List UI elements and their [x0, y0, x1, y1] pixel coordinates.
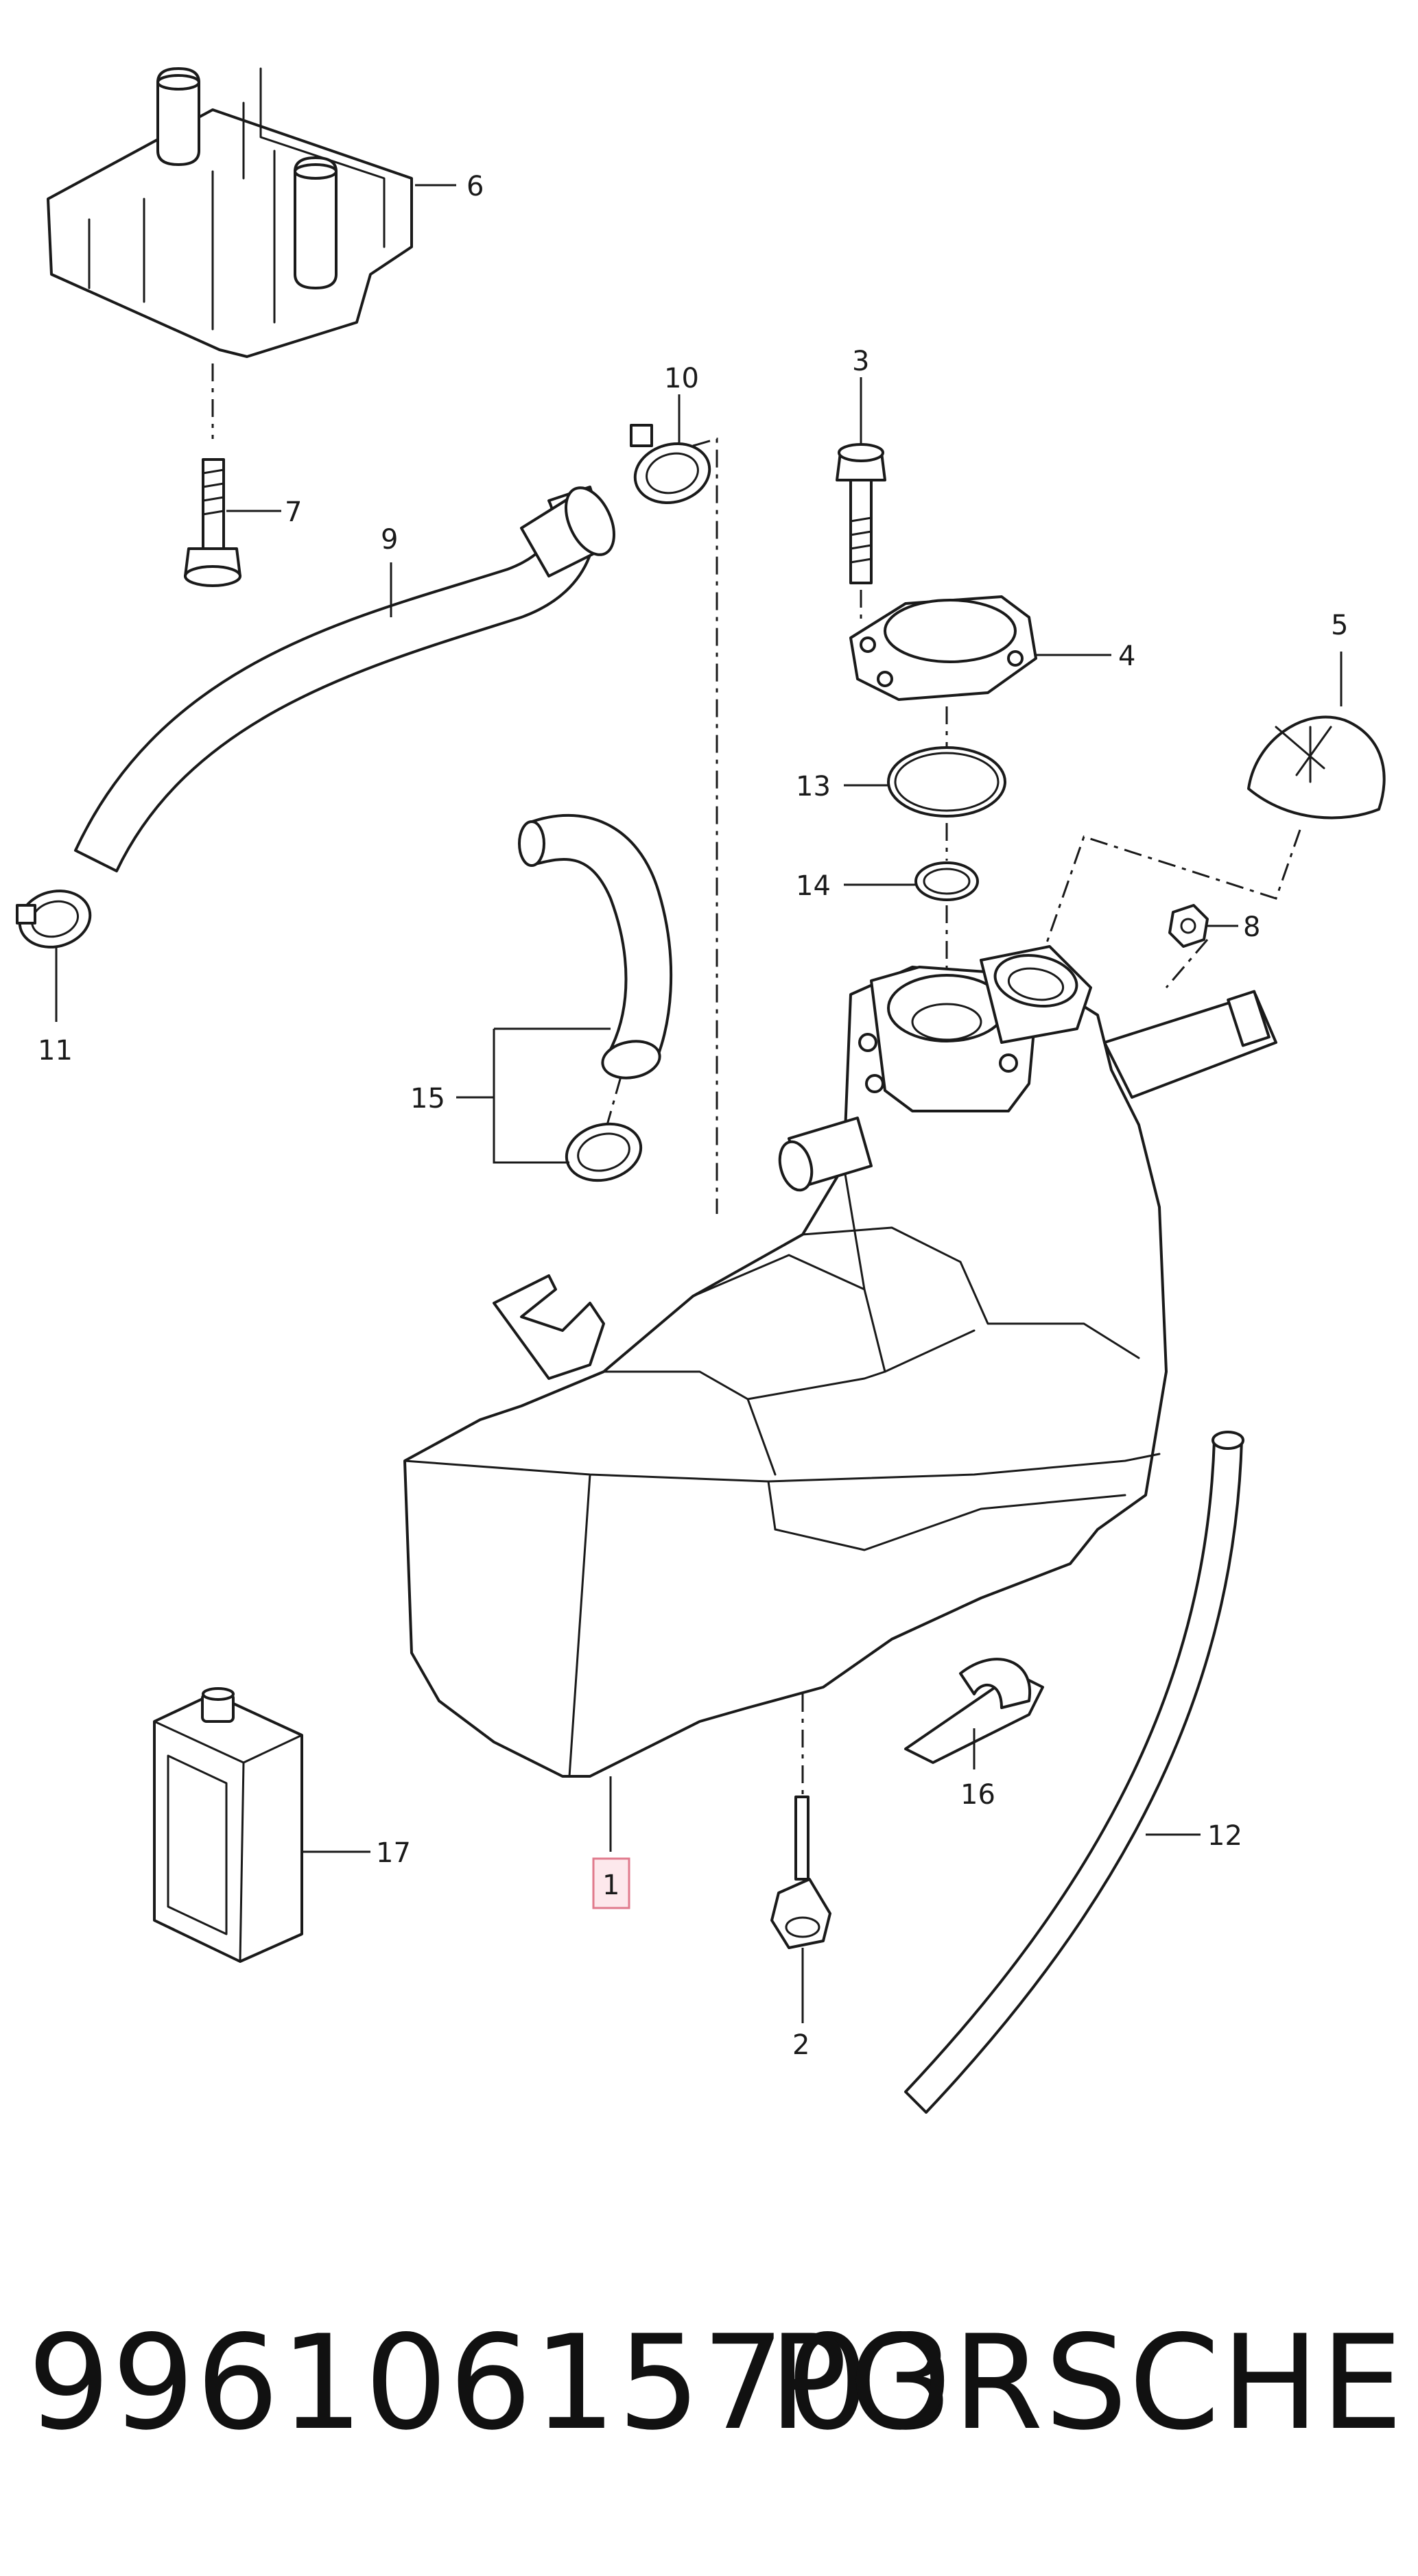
part-2-sensor — [770, 1796, 831, 1949]
callout-2: 2 — [792, 2029, 810, 2061]
part-14-seal — [914, 861, 979, 901]
callout-5: 5 — [1331, 610, 1348, 641]
callout-6: 6 — [466, 171, 484, 202]
part-10-clamp — [630, 424, 711, 504]
callout-12: 12 — [1207, 1820, 1242, 1852]
part-13-oring — [887, 746, 1006, 818]
part-5-cap — [1247, 715, 1386, 820]
callout-11: 11 — [38, 1035, 73, 1066]
part-11-clamp — [16, 890, 92, 949]
brand-name: PORSCHE — [768, 2307, 1404, 2459]
part-17-container — [153, 1687, 303, 1963]
part-8-nut — [1168, 904, 1209, 948]
part-15-hose — [518, 813, 673, 1182]
callout-10: 10 — [664, 363, 699, 394]
callout-13: 13 — [796, 771, 831, 802]
dash-15 — [606, 1076, 622, 1125]
dash-8-bracket — [1165, 939, 1209, 988]
dash-5-neck — [1035, 829, 1301, 975]
part-3-bolt — [836, 443, 886, 584]
callout-15: 15 — [410, 1083, 445, 1114]
part-9-hose — [74, 486, 615, 872]
callout-7: 7 — [285, 497, 302, 528]
callout-9: 9 — [381, 524, 398, 556]
callout-8: 8 — [1243, 911, 1260, 943]
part-12-pipe — [904, 1431, 1244, 2114]
callout-4: 4 — [1118, 641, 1135, 672]
part-16-clip — [904, 1658, 1044, 1764]
footer: 99610615703 PORSCHE — [0, 2318, 1418, 2496]
leader-15 — [456, 1027, 611, 1164]
part-1-expansion-tank — [403, 945, 1277, 1778]
part-7-bolt — [184, 458, 241, 587]
callout-16: 16 — [960, 1779, 995, 1811]
callout-14: 14 — [796, 870, 831, 902]
callout-1: 1 — [602, 1870, 619, 1901]
callout-17: 17 — [376, 1837, 411, 1869]
part-number: 99610615703 — [27, 2307, 955, 2459]
dash-10-tank — [692, 438, 718, 1214]
callout-3: 3 — [852, 346, 869, 377]
callout-1-highlight — [592, 1857, 630, 1909]
part-6-cover — [47, 67, 413, 358]
part-4-flange — [849, 595, 1037, 701]
